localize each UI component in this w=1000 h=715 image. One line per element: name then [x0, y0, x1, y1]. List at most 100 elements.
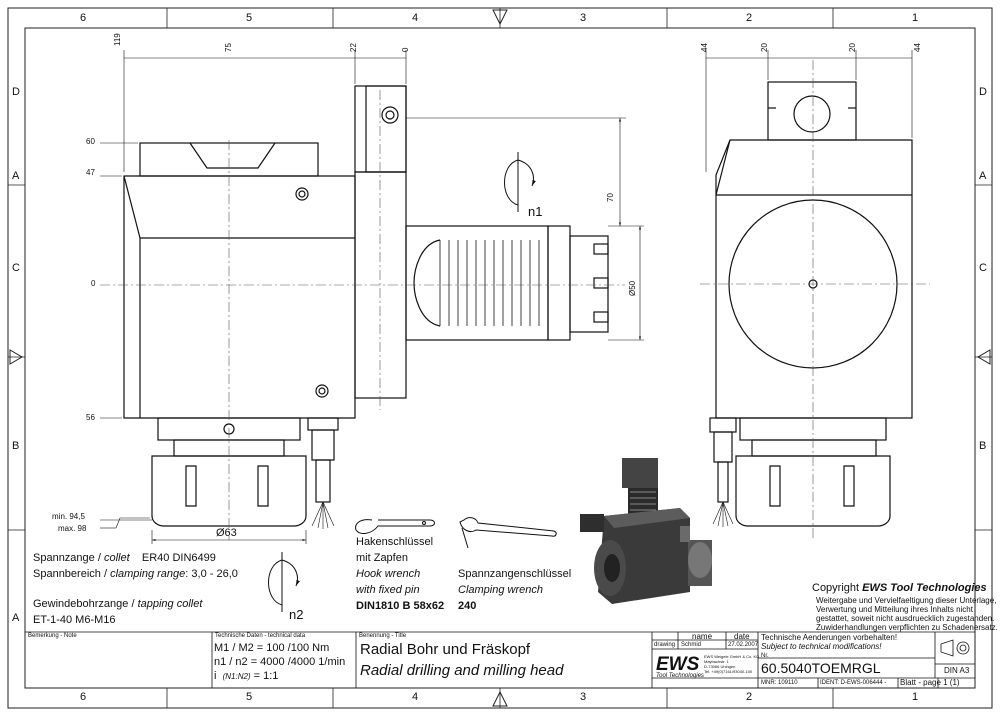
- side-view-dimensions: [100, 50, 644, 544]
- ratio-i: i: [214, 670, 217, 682]
- tech-torque: M1 / M2 = 100 /100 Nm: [214, 642, 330, 654]
- company-line-4: Tel. +49(0)7161/93040-100: [704, 669, 753, 674]
- col-marker-3-bottom: 3: [580, 691, 587, 703]
- col-marker-4-bottom: 4: [412, 691, 419, 703]
- col-name-header: name: [692, 632, 713, 641]
- col-marker-6-bottom: 6: [80, 691, 87, 703]
- remark-header: Bemerkung - Note: [28, 633, 77, 639]
- front-view-centerlines: [700, 60, 930, 540]
- rotation-n1-label: n1: [528, 204, 543, 219]
- front-view: [709, 81, 913, 527]
- col-marker-3-top: 3: [580, 12, 587, 24]
- drawn-date: 27.02.2007: [728, 642, 759, 648]
- rotation-n1-icon: [504, 152, 536, 212]
- col-marker-2-top: 2: [746, 12, 753, 24]
- drawn-by: Schmid: [681, 642, 702, 648]
- row-marker-c-left: C: [12, 262, 20, 274]
- row-marker-b-left: B: [12, 440, 20, 452]
- rotation-n2-icon: [268, 552, 300, 612]
- hook-wrench-en-2: with fixed pin: [356, 584, 420, 596]
- tech-speed: n1 / n2 = 4000 /4000 1/min: [214, 656, 346, 668]
- dim-44-left: 44: [700, 43, 709, 52]
- dim-44-right: 44: [913, 43, 922, 52]
- change-notice-en: Subject to technical modifications!: [761, 642, 882, 651]
- clamp-wrench-en: Clamping wrench: [458, 584, 543, 596]
- rotation-n2-label: n2: [289, 607, 304, 622]
- collet-spec: Spannzange / collet ER40 DIN6499: [33, 552, 216, 564]
- row-marker-c-right: C: [979, 262, 987, 274]
- company-line-3: D-73066 Uhingen: [704, 664, 736, 669]
- side-view-centerlines: [100, 90, 625, 540]
- collet-label-en: collet: [103, 552, 130, 564]
- product-render-image: [580, 458, 712, 604]
- collet-label: Spannzange /: [33, 552, 104, 564]
- ews-logo: EWS: [656, 652, 702, 675]
- copyright-line-2: Verwertung und Mitteilung ihres Inhalts …: [816, 605, 973, 614]
- col-marker-4-top: 4: [412, 12, 419, 24]
- side-view: [123, 85, 609, 529]
- clamping-wrench-icon: [459, 517, 557, 549]
- title-de: Radial Bohr und Fräskopf: [360, 641, 531, 658]
- copyright-line-3: gestattet, soweit nicht ausdruecklich zu…: [816, 614, 995, 623]
- dim-56: 56: [86, 413, 95, 422]
- dim-diameter-50: Ø50: [628, 280, 637, 296]
- row-marker-d-left: D: [12, 86, 20, 98]
- part-number-label: Nr.: [761, 653, 769, 659]
- dim-0-left: 0: [91, 279, 96, 288]
- tapping-collet-spec: Gewindebohrzange / tapping collet: [33, 598, 202, 610]
- part-number: 60.5040TOEMRGL: [761, 660, 881, 676]
- drawing-row-label: drawing: [654, 642, 676, 648]
- copyright-pre: Copyright: [812, 582, 863, 594]
- dim-diameter-63: Ø63: [216, 527, 237, 539]
- sheet-page: Blatt - page 1 (1): [900, 678, 960, 687]
- title-en: Radial drilling and milling head: [360, 662, 564, 679]
- hook-wrench-de-1: Hakenschlüssel: [356, 536, 434, 548]
- dim-119: 119: [113, 33, 122, 46]
- col-marker-5-bottom: 5: [246, 691, 253, 703]
- row-marker-d-right: D: [979, 86, 987, 98]
- tech-ratio: i (N1:N2) = 1:1: [214, 670, 278, 682]
- tech-data-header: Technische Daten - technical data: [215, 633, 306, 639]
- projection-symbol-icon: [940, 639, 970, 657]
- hook-wrench-en-1: Hook wrench: [356, 568, 421, 580]
- row-marker-b-right: B: [979, 440, 987, 452]
- col-marker-5-top: 5: [246, 12, 253, 24]
- copyright-line-1: Weitergabe und Vervielfaeltigung dieser …: [816, 596, 997, 605]
- collet-value: ER40 DIN6499: [141, 552, 216, 564]
- clamp-wrench-de: Spannzangenschlüssel: [458, 568, 572, 580]
- row-marker-a-left: A: [12, 612, 20, 624]
- ratio-value: = 1:1: [253, 670, 279, 682]
- range-value: : 3,0 - 26,0: [185, 568, 238, 580]
- company-line-2: Maybachstr. 1: [704, 659, 729, 664]
- dim-20-right: 20: [848, 43, 857, 52]
- front-view-dimensions: [705, 50, 913, 172]
- dim-reach-min: min. 94,5: [52, 512, 85, 521]
- col-date-header: date: [734, 632, 750, 641]
- dim-22: 22: [349, 43, 358, 52]
- ident: IDENT: D-EWS-006444 -: [820, 680, 887, 686]
- ratio-sub: (N1:N2): [222, 672, 251, 681]
- tap-label: Gewindebohrzange /: [33, 598, 138, 610]
- hook-wrench-de-2: mit Zapfen: [356, 552, 408, 564]
- col-marker-2-bottom: 2: [746, 691, 753, 703]
- row-marker-a-upper-right: A: [979, 170, 987, 182]
- col-marker-1-top: 1: [912, 12, 919, 24]
- company-line-1: EWS Weigele GmbH & Co. KG: [704, 654, 760, 659]
- dim-60: 60: [86, 137, 95, 146]
- tap-value: ET-1-40 M6-M16: [33, 614, 116, 626]
- clamp-wrench-code: 240: [458, 600, 477, 612]
- dim-75: 75: [224, 43, 233, 52]
- clamping-range-spec: Spannbereich / clamping range: 3,0 - 26,…: [33, 568, 238, 580]
- change-notice-de: Technische Aenderungen vorbehalten!: [761, 633, 898, 642]
- format-din-a3: DIN A3: [944, 666, 970, 675]
- copyright-brand: EWS Tool Technologies: [862, 582, 987, 594]
- dim-20-left: 20: [760, 43, 769, 52]
- dim-70: 70: [606, 193, 615, 202]
- dim-reach-max: max. 98: [58, 524, 87, 533]
- row-marker-a-lower-right: A: [12, 170, 20, 182]
- hook-wrench-icon: [355, 519, 435, 534]
- copyright-line-4: Zuwiderhandlungen verpflichten zu Schade…: [816, 623, 998, 632]
- range-label-en: clamping range: [110, 568, 186, 580]
- dim-47: 47: [86, 168, 95, 177]
